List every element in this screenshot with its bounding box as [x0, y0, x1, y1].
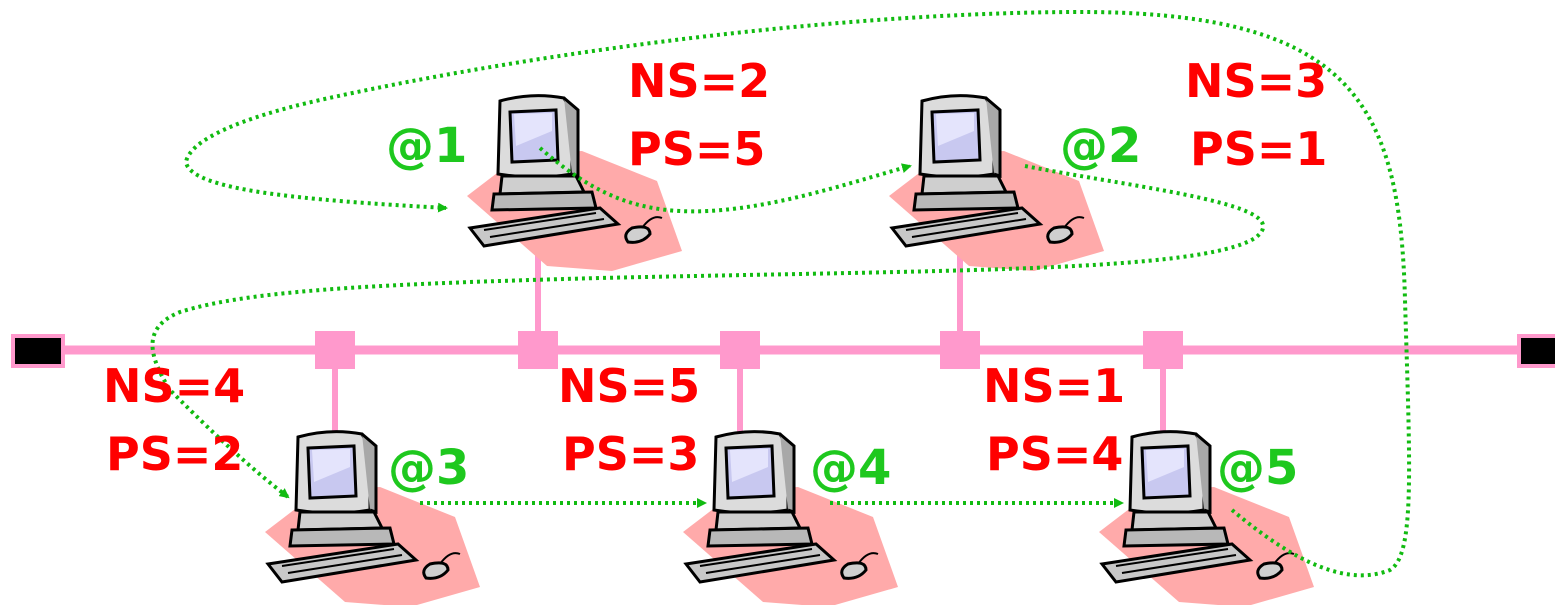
node-5-ps-label: PS=4 — [986, 427, 1123, 481]
bus-terminator-left — [11, 334, 65, 368]
bus-tap-3 — [315, 331, 355, 369]
node-5-address-label: @5 — [1217, 440, 1298, 496]
bus-tap-1 — [518, 331, 558, 369]
bus-tap-5 — [1143, 331, 1183, 369]
node-3-ps-label: PS=2 — [106, 427, 243, 481]
bus-terminator-right — [1517, 334, 1555, 368]
node-1-address-label: @1 — [386, 118, 467, 174]
node-4-ns-label: NS=5 — [558, 359, 700, 413]
ring-arrow-1-to-2 — [538, 146, 912, 214]
node-3-ns-label: NS=4 — [103, 359, 245, 413]
node-1-ps-label: PS=5 — [628, 122, 765, 176]
bus-tap-4 — [720, 331, 760, 369]
ring-arrow-5-to-1 — [183, 9, 1412, 578]
bus-tap-2 — [940, 331, 980, 369]
node-4-ps-label: PS=3 — [562, 427, 699, 481]
node-4-address-label: @4 — [810, 440, 891, 496]
node-2-ns-label: NS=3 — [1185, 54, 1327, 108]
node-3-address-label: @3 — [388, 440, 469, 496]
node-2-address-label: @2 — [1060, 118, 1141, 174]
node-2-ps-label: PS=1 — [1190, 122, 1327, 176]
node-1-ns-label: NS=2 — [628, 54, 770, 108]
ring-arrow-2-to-3 — [150, 164, 1265, 499]
node-5-ns-label: NS=1 — [983, 359, 1125, 413]
